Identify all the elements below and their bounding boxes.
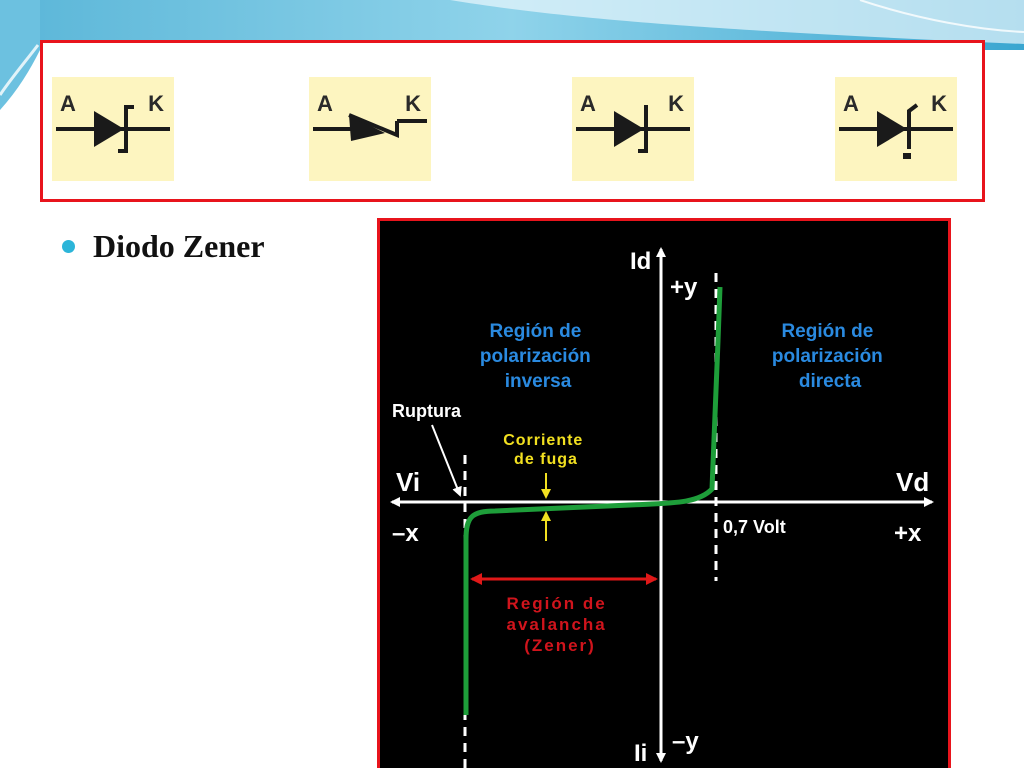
vd-axis-label: Vd xyxy=(896,467,929,497)
forward-region-label: Región de polarización directa xyxy=(772,321,888,392)
zener-symbol-4: A K xyxy=(835,77,957,181)
minus-x-label: –x xyxy=(392,520,419,547)
cathode-label: K xyxy=(148,91,164,116)
zener-diode-icon xyxy=(56,105,170,153)
zener-symbol-2: A K xyxy=(309,77,431,181)
anode-label: A xyxy=(580,91,596,116)
zener-diode-icon xyxy=(839,103,953,159)
cathode-label: K xyxy=(405,91,421,116)
breakdown-pointer-arrow xyxy=(431,424,462,497)
leakage-current-label: Corriente de fuga xyxy=(503,432,589,468)
id-axis-label: Id xyxy=(630,248,651,275)
anode-label: A xyxy=(317,91,333,116)
zener-symbols-panel: A K A K A K A K xyxy=(40,40,985,202)
minus-y-label: –y xyxy=(672,728,699,755)
plus-y-label: +y xyxy=(670,274,698,301)
vi-axis-label: Vi xyxy=(396,467,420,497)
zener-diode-icon xyxy=(313,113,427,141)
bullet-dot-icon xyxy=(62,239,75,253)
iv-curve xyxy=(463,286,723,715)
zener-diode-icon xyxy=(576,105,690,153)
bullet-item: Diodo Zener xyxy=(62,226,265,266)
zener-symbol-3: A K xyxy=(572,77,694,181)
cathode-label: K xyxy=(931,91,947,116)
ii-axis-label: Ii xyxy=(634,740,647,767)
anode-label: A xyxy=(60,91,76,116)
avalanche-region-label: Región de avalancha (Zener) xyxy=(507,594,614,655)
bullet-text: Diodo Zener xyxy=(93,227,265,264)
threshold-voltage-label: 0,7 Volt xyxy=(723,517,786,537)
breakdown-label: Ruptura xyxy=(392,401,462,421)
anode-label: A xyxy=(843,91,859,116)
zener-symbol-1: A K xyxy=(52,77,174,181)
zener-iv-diagram: Id +y –y Ii Vi Vd –x +x Región de polari… xyxy=(377,218,951,768)
plus-x-label: +x xyxy=(894,520,922,547)
reverse-region-label: Región de polarización inversa xyxy=(480,321,596,392)
cathode-label: K xyxy=(668,91,684,116)
